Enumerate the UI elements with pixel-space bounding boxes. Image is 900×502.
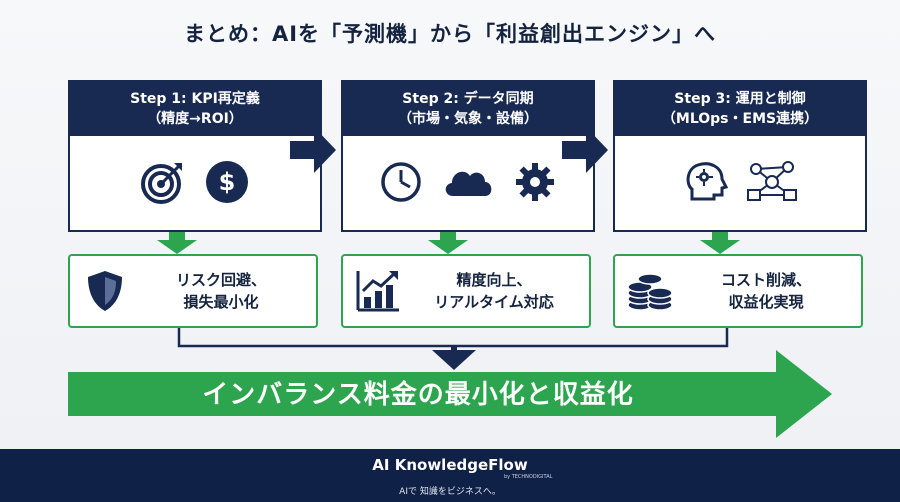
result-banner-arrow <box>68 350 832 438</box>
coins-icon <box>627 273 673 311</box>
step-2-header: Step 2: データ同期 （市場・気象・設備） <box>343 82 593 136</box>
step-1-subtitle: （精度→ROI） <box>147 111 243 127</box>
page-title: まとめ：AIを「予測機」から「利益創出エンジン」へ <box>183 22 717 46</box>
step-3-card: Step 3: 運用と制御 （MLOps・EMS連携） <box>613 80 867 232</box>
step-3-title: Step 3: 運用と制御 <box>674 91 806 107</box>
step-2-card: Step 2: データ同期 （市場・気象・設備） <box>341 80 595 232</box>
result-2-box: 精度向上、 リアルタイム対応 <box>341 254 591 328</box>
growth-chart-icon <box>356 271 399 312</box>
shield-icon <box>88 271 122 311</box>
step-3-down-arrow <box>700 232 740 254</box>
result-1-line2: 損失最小化 <box>183 293 259 311</box>
result-3-box: コスト削減、 収益化実現 <box>613 254 863 328</box>
step-1-to-2-arrow <box>290 127 336 173</box>
step-3-header: Step 3: 運用と制御 （MLOps・EMS連携） <box>615 82 865 136</box>
result-1-box: リスク回避、 損失最小化 <box>68 254 318 328</box>
result-3-line2: 収益化実現 <box>728 293 804 311</box>
footer-tagline: AIで 知識をビジネスへ。 <box>399 487 501 497</box>
result-2-line2: リアルタイム対応 <box>434 293 554 311</box>
footer-by: by TECHNODIGITAL <box>504 474 553 480</box>
step-2-subtitle: （市場・気象・設備） <box>398 111 538 127</box>
svg-text:$: $ <box>219 168 236 196</box>
footer-bar <box>0 449 900 502</box>
result-3-line1: コスト削減、 <box>720 271 811 289</box>
step-2-to-3-arrow <box>562 127 608 173</box>
footer-brand: AI KnowledgeFlow <box>372 456 528 474</box>
ai-head-icon <box>686 162 728 201</box>
step-2-title: Step 2: データ同期 <box>402 91 534 107</box>
clock-icon <box>381 162 421 202</box>
result-1-line1: リスク回避、 <box>175 271 266 289</box>
step-1-down-arrow <box>157 232 197 254</box>
step-3-subtitle: （MLOps・EMS連携） <box>661 111 819 127</box>
dollar-icon: $ <box>206 161 248 203</box>
cloud-icon <box>445 171 492 196</box>
target-icon <box>141 163 182 204</box>
step-2-down-arrow <box>428 232 468 254</box>
merge-connector <box>177 328 729 370</box>
step-1-header: Step 1: KPI再定義 （精度→ROI） <box>70 82 320 136</box>
step-1-card: Step 1: KPI再定義 （精度→ROI） $ <box>68 80 322 232</box>
result-banner-text: インバランス料金の最小化と収益化 <box>202 380 634 410</box>
result-2-line1: 精度向上、 <box>456 271 532 289</box>
gear-icon <box>516 163 554 201</box>
network-icon <box>747 161 797 201</box>
step-1-title: Step 1: KPI再定義 <box>130 91 260 107</box>
